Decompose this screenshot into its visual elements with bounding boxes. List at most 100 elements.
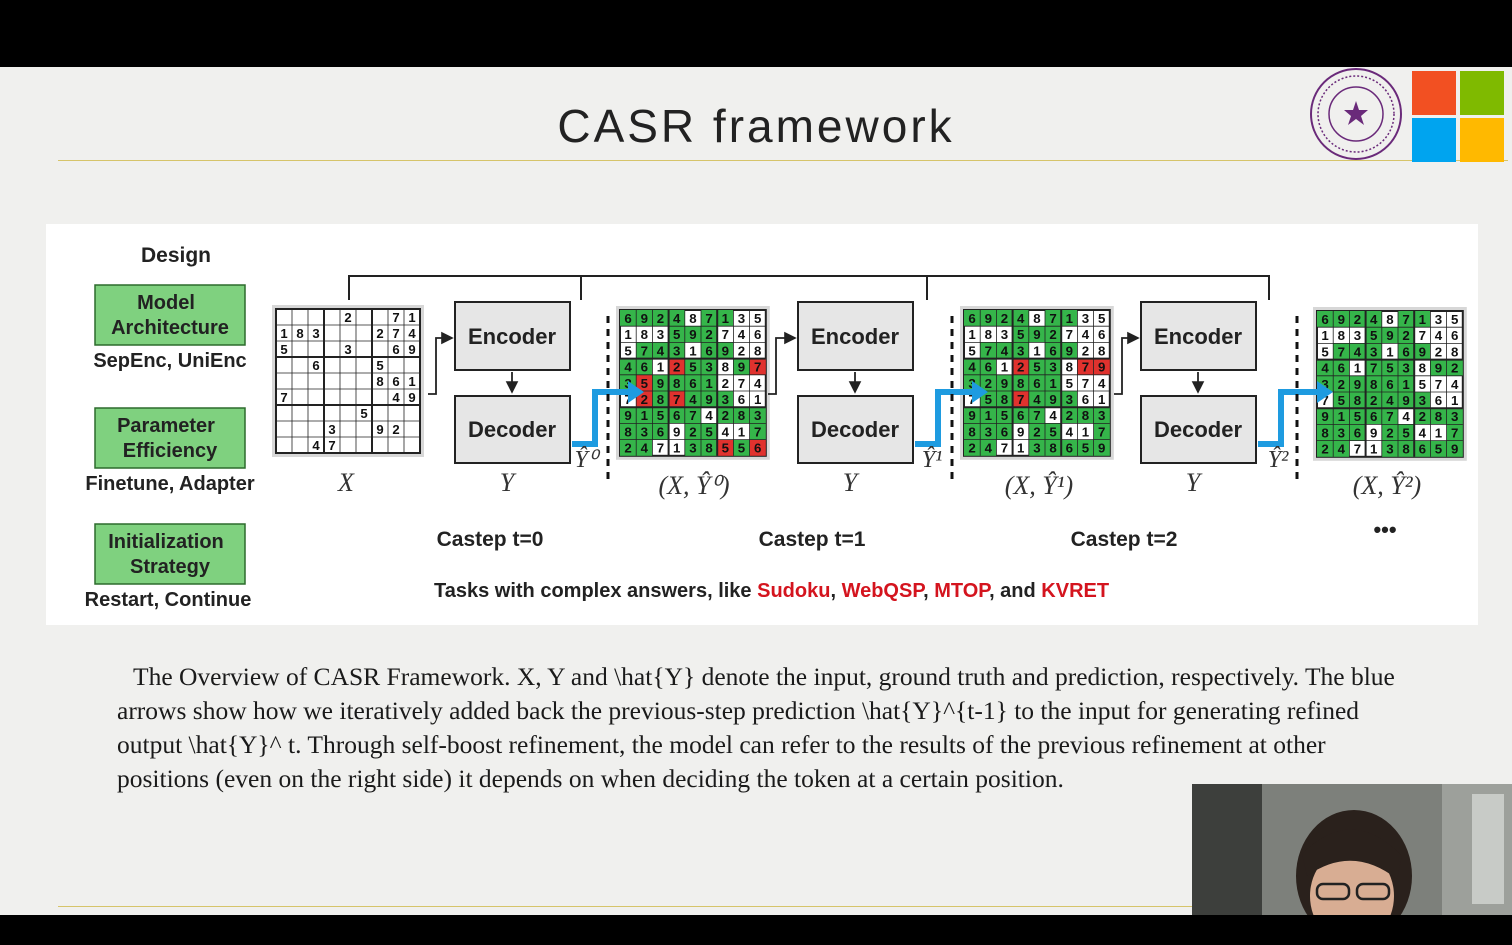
grid-cell (636, 374, 653, 391)
grid-cell (1317, 359, 1334, 376)
grid-cell (668, 342, 685, 359)
prediction-label: Ŷ² (1268, 447, 1289, 473)
grid-digit: 8 (624, 424, 631, 439)
grid-cell (636, 342, 653, 359)
grid-digit: 2 (1321, 442, 1328, 457)
design-model-architecture: Model Architecture SepEnc, UniEnc (93, 284, 247, 372)
grid-digit: 6 (641, 360, 648, 375)
grid-digit: 2 (1001, 311, 1008, 326)
design-box (94, 407, 246, 469)
grid-cell (1381, 424, 1398, 441)
grid-digit: 4 (1098, 376, 1106, 391)
grid-digit: 3 (1033, 441, 1040, 456)
grid-digit: 1 (1435, 425, 1443, 440)
grid-digit: 7 (328, 438, 335, 453)
grid-cell (749, 423, 766, 440)
grid-cell (1077, 358, 1094, 375)
encoder-label: Encoder (811, 324, 899, 349)
grid-digit: 9 (1017, 424, 1024, 439)
grid-digit: 4 (754, 376, 762, 391)
grid-digit: 8 (1001, 392, 1008, 407)
grid-cell (749, 358, 766, 375)
grid-digit: 7 (1435, 377, 1442, 392)
grid-digit: 8 (1049, 441, 1056, 456)
design-options: Finetune, Adapter (85, 473, 254, 495)
grid-cell (1045, 423, 1062, 440)
grid-cell (636, 407, 653, 424)
grid-cell (1349, 375, 1366, 392)
logo-area (1307, 67, 1512, 162)
grid-digit: 7 (280, 390, 287, 405)
task-mtop: MTOP (934, 580, 991, 602)
grid-cell (1398, 440, 1415, 457)
grid-digit: 9 (641, 311, 648, 326)
grid-digit: 1 (1338, 409, 1346, 424)
grid-digit: 8 (641, 327, 648, 342)
grid-digit: 5 (722, 441, 730, 456)
grid-cell (1365, 392, 1382, 409)
grid-cell (636, 358, 653, 375)
grid-cell (1061, 342, 1078, 359)
grid-digit: 9 (1435, 361, 1442, 376)
grid-digit: 4 (1435, 328, 1443, 343)
grid-cell (684, 439, 701, 456)
grid-digit: 1 (280, 326, 287, 341)
grid-cell (701, 342, 718, 359)
grid-digit: 8 (1098, 343, 1105, 358)
design-box-line: Efficiency (123, 440, 218, 462)
grid-digit: 2 (641, 392, 648, 407)
grid-digit: 3 (722, 392, 729, 407)
grid-digit: 5 (1354, 409, 1362, 424)
grid-digit: 8 (1354, 393, 1361, 408)
grid-digit: 4 (1017, 311, 1025, 326)
grid-cell (636, 391, 653, 408)
refinement-arrow (572, 389, 630, 447)
grid-digit: 8 (376, 374, 383, 389)
grid-cell (1446, 359, 1463, 376)
grid-digit: 3 (1338, 425, 1345, 440)
grid-digit: 1 (722, 311, 730, 326)
decoder-label: Decoder (468, 417, 556, 442)
grid-cell (1061, 391, 1078, 408)
grid-digit: 8 (1338, 328, 1345, 343)
grid-cell (1398, 343, 1415, 360)
grid-frame (275, 308, 421, 454)
grid-digit: 9 (376, 422, 383, 437)
grid-digit: 3 (312, 326, 319, 341)
grid-digit: 2 (1338, 377, 1345, 392)
grid-digit: 4 (1049, 408, 1057, 423)
grid-cell (1430, 408, 1447, 425)
grid-cell (1349, 343, 1366, 360)
grid-digit: 4 (1033, 392, 1041, 407)
grid-cell (1028, 326, 1045, 343)
grid-cell (1333, 440, 1350, 457)
grid-cell (980, 391, 997, 408)
grid-digit: 9 (1451, 442, 1458, 457)
grid-digit: 2 (1354, 312, 1361, 327)
grid-cell (996, 374, 1013, 391)
grid-digit: 7 (754, 424, 761, 439)
input-arrow (1114, 331, 1140, 395)
grid-cell (1028, 423, 1045, 440)
input-label: X (337, 468, 355, 497)
grid-digit: 5 (1321, 344, 1329, 359)
grid-cell (1045, 342, 1062, 359)
grid-digit: 1 (641, 408, 649, 423)
grid-digit: 2 (673, 360, 680, 375)
grid-digit: 9 (673, 424, 680, 439)
prediction-label: Ŷ¹ (922, 447, 943, 473)
grid-digit: 6 (1386, 377, 1393, 392)
grid-digit: 7 (754, 360, 761, 375)
grid-digit: 5 (754, 311, 762, 326)
grid-cell (684, 391, 701, 408)
grid-digit: 6 (968, 311, 975, 326)
grid-cell (668, 326, 685, 343)
grid-cell (652, 423, 669, 440)
grid-digit: 1 (1049, 376, 1057, 391)
grid-digit: 8 (968, 424, 975, 439)
grid-cell (1349, 408, 1366, 425)
grid-digit: 3 (344, 342, 351, 357)
grid-cell (1061, 439, 1078, 456)
grid-digit: 7 (1338, 344, 1345, 359)
grid-digit: 9 (1033, 327, 1040, 342)
